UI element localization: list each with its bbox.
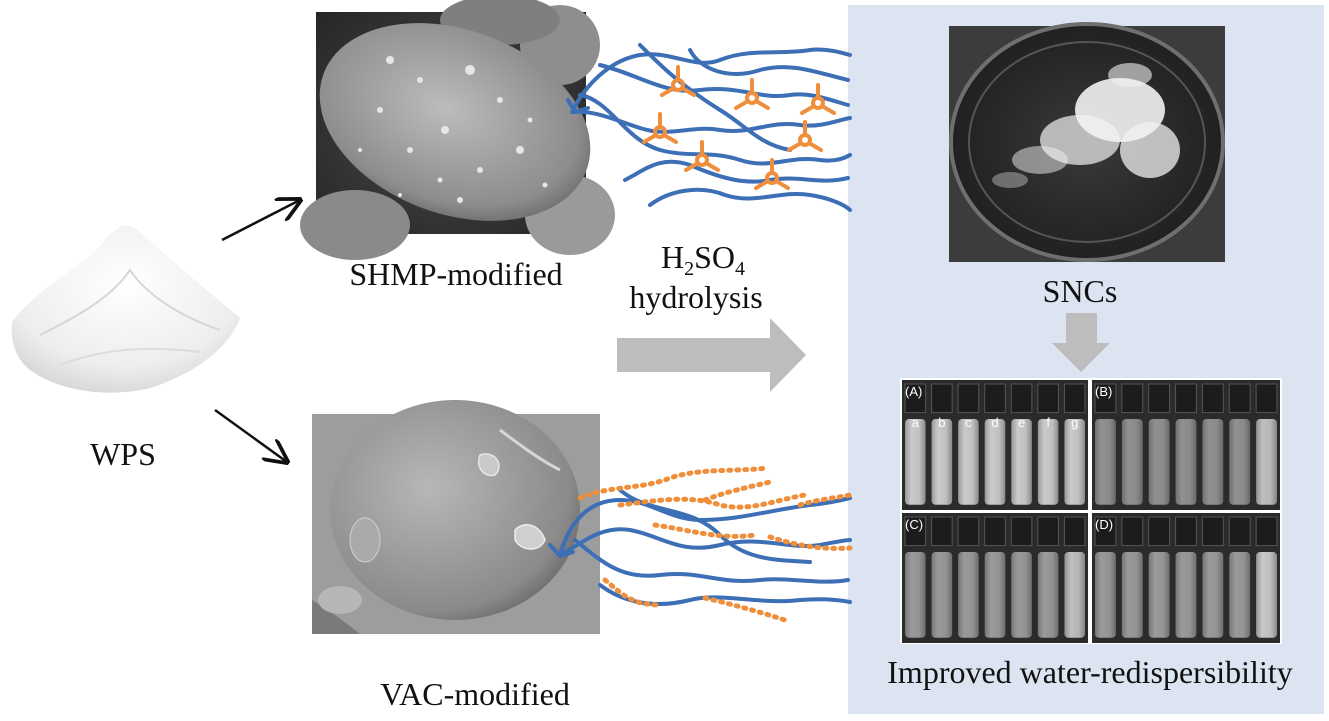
vial xyxy=(1202,552,1224,638)
vial xyxy=(1095,552,1116,638)
vial xyxy=(1229,552,1251,638)
vial-panel-tag: (B) xyxy=(1095,384,1112,399)
vial-letter: a xyxy=(912,415,920,430)
vial xyxy=(1064,552,1085,638)
vac-label: VAC-modified xyxy=(380,676,570,712)
vial xyxy=(958,419,979,505)
vial-photo-grid: a b c d e f g (A) (B) (C) (D) xyxy=(900,378,1282,644)
down-arrow xyxy=(1052,313,1110,372)
vial xyxy=(1037,552,1059,638)
improved-label: Improved water-redispersibility xyxy=(887,654,1292,690)
vial xyxy=(1011,419,1032,505)
vial xyxy=(984,552,1006,638)
hydrolysis-label: hydrolysis xyxy=(629,279,762,315)
arrow-to-shmp xyxy=(221,200,300,242)
process-arrow xyxy=(617,318,806,392)
vial-panel-1: (B) xyxy=(1092,380,1280,510)
vial xyxy=(1037,419,1059,505)
vac-grafted-chains xyxy=(548,465,853,623)
vial-letter: d xyxy=(991,415,998,430)
powder-pile-icon xyxy=(11,225,240,393)
sem-granule-vac-image xyxy=(312,400,600,634)
vial xyxy=(905,419,926,505)
sem-granule-shmp-image xyxy=(300,0,615,260)
vial xyxy=(1256,419,1277,505)
acid-label: H2SO4 xyxy=(661,239,745,280)
vial xyxy=(1148,552,1170,638)
vial xyxy=(931,552,953,638)
vial xyxy=(1148,419,1170,505)
wps-label: WPS xyxy=(90,436,156,472)
sncs-label: SNCs xyxy=(1043,273,1118,309)
vial xyxy=(1202,419,1224,505)
vial xyxy=(905,552,926,638)
vial xyxy=(984,419,1006,505)
vial xyxy=(1256,552,1277,638)
vial-panel-tag: (D) xyxy=(1095,517,1113,532)
vial xyxy=(1121,552,1143,638)
vial xyxy=(1011,552,1032,638)
shmp-crosslinked-chains xyxy=(566,43,852,212)
vial-letter: f xyxy=(1046,415,1050,430)
vial-panel-0: a b c d e f g (A) xyxy=(902,380,1088,510)
vial xyxy=(931,419,953,505)
vial xyxy=(1175,552,1197,638)
vial xyxy=(1121,419,1143,505)
vial-letter: c xyxy=(965,415,972,430)
shmp-label: SHMP-modified xyxy=(349,256,562,292)
vial-panel-tag: (A) xyxy=(905,384,922,399)
arrow-to-vac xyxy=(214,408,287,462)
vial xyxy=(1175,419,1197,505)
vial-letter: b xyxy=(938,415,945,430)
vial-panel-3: (D) xyxy=(1092,513,1280,643)
vial xyxy=(1229,419,1251,505)
vial-panel-2: (C) xyxy=(902,513,1088,643)
petri-dish-image xyxy=(949,22,1225,262)
vial-letter: g xyxy=(1071,415,1078,430)
vial xyxy=(958,552,979,638)
vial xyxy=(1064,419,1085,505)
vial-panel-tag: (C) xyxy=(905,517,923,532)
vial xyxy=(1095,419,1116,505)
vial-letter: e xyxy=(1018,415,1025,430)
